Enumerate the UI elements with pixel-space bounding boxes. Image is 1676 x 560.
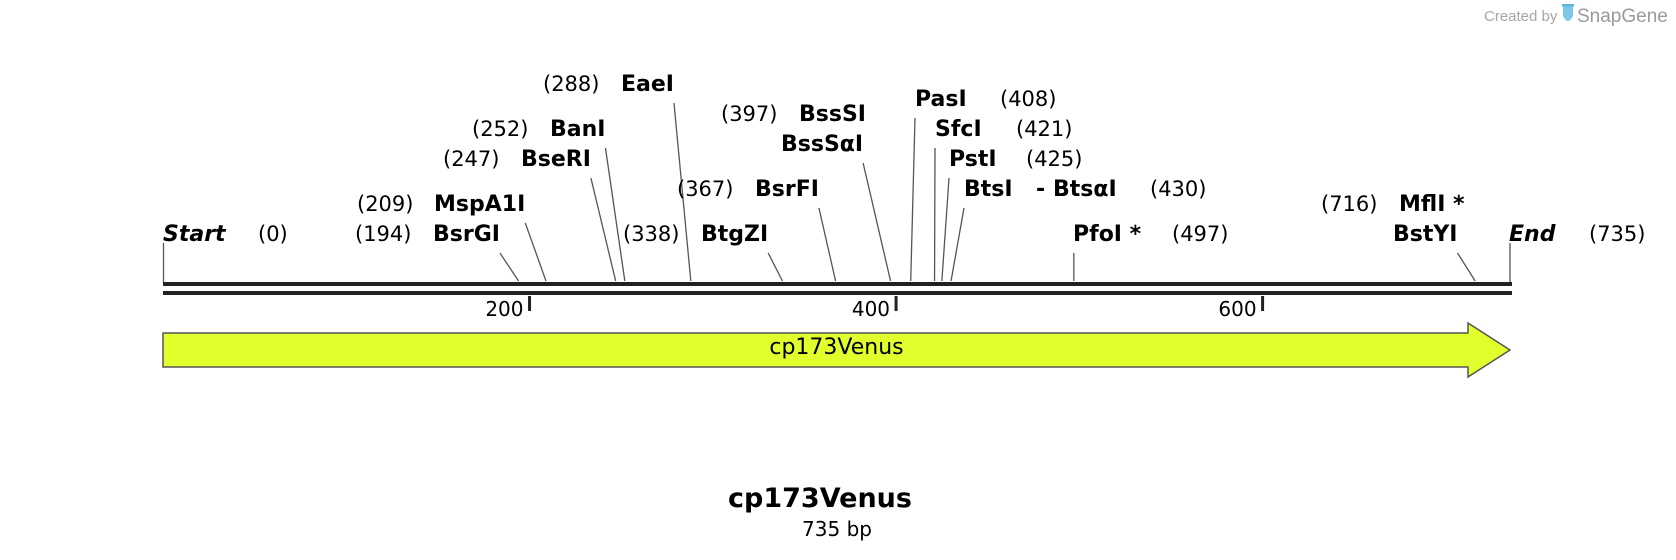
end-label: End <box>1509 222 1556 247</box>
snapgene-tube-icon <box>1562 4 1574 21</box>
snapgene-credit[interactable]: Created by SnapGene <box>1484 4 1668 27</box>
start-position: (0) <box>258 222 288 246</box>
site-pos-eaei: (288) <box>543 72 599 96</box>
site-name-psti[interactable]: PstI <box>949 147 997 172</box>
site-name-bsssi[interactable]: BssSI <box>799 102 866 127</box>
ruler-tick-label-400: 400 <box>852 297 890 321</box>
site-name-mfli[interactable]: MflI * <box>1399 192 1465 217</box>
leader-line-btsi <box>950 207 965 282</box>
site-pos-bsrfi: (367) <box>677 177 733 201</box>
end-position: (735) <box>1589 222 1645 246</box>
ruler-tick-200 <box>528 296 532 311</box>
site-name-btsai[interactable]: BtsαI <box>1053 177 1117 202</box>
site-name-eaei[interactable]: EaeI <box>621 72 674 97</box>
site-pos-bsssi: (397) <box>721 102 777 126</box>
ruler-tick-600 <box>1261 296 1265 311</box>
site-name-bseri[interactable]: BseRI <box>521 147 591 172</box>
site-name-bsssai[interactable]: BssSαI <box>781 132 863 157</box>
site-pos-sfci: (421) <box>1016 117 1072 141</box>
site-name-pfoi[interactable]: PfoI * <box>1073 222 1142 247</box>
ruler-tick-label-600: 600 <box>1218 297 1256 321</box>
site-separator: - <box>1036 177 1045 202</box>
leader-line-mspa1i <box>524 222 547 282</box>
backbone-bottom-strand <box>163 291 1512 295</box>
feature-arrow[interactable] <box>162 321 1512 379</box>
site-name-sfci[interactable]: SfcI <box>935 117 982 142</box>
leader-line-psti <box>941 177 950 282</box>
site-pos-bsrgi: (194) <box>355 222 411 246</box>
site-name-bsrfi[interactable]: BsrFI <box>755 177 819 202</box>
site-name-bani[interactable]: BanI <box>550 117 605 142</box>
site-name-mspa1i[interactable]: MspA1I <box>434 192 525 217</box>
site-pos-bseri: (247) <box>443 147 499 171</box>
site-pos-pasi: (408) <box>1000 87 1056 111</box>
map-title: cp173Venus <box>728 483 912 514</box>
site-name-btsi[interactable]: BtsI <box>964 177 1013 202</box>
leader-line-bseri <box>590 177 617 282</box>
site-pos-btgzi: (338) <box>623 222 679 246</box>
map-length: 735 bp <box>802 517 872 541</box>
leader-line-bsrgi <box>499 252 520 282</box>
leader-line-bstyi <box>1456 252 1476 282</box>
site-name-bstyi[interactable]: BstYI <box>1393 222 1458 247</box>
site-leader-lines <box>499 102 1476 282</box>
site-pos-bani: (252) <box>472 117 528 141</box>
site-pos-mspa1i: (209) <box>357 192 413 216</box>
site-name-pasi[interactable]: PasI <box>915 87 967 112</box>
credit-brand: SnapGene <box>1577 6 1668 27</box>
leader-line-pasi <box>910 117 916 282</box>
site-pos-mfli: (716) <box>1321 192 1377 216</box>
site-pos-btsi: (430) <box>1150 177 1206 201</box>
leader-line-btgzi <box>767 252 784 282</box>
site-pos-pfoi: (497) <box>1172 222 1228 246</box>
ruler-tick-label-200: 200 <box>485 297 523 321</box>
feature-label: cp173Venus <box>769 335 903 360</box>
credit-prefix: Created by <box>1484 8 1558 25</box>
backbone-top-strand <box>163 282 1512 286</box>
ruler-tick-400 <box>894 296 898 311</box>
leader-line-bsrfi <box>818 207 837 282</box>
leader-line-bsssai <box>862 162 892 282</box>
site-name-btgzi[interactable]: BtgZI <box>701 222 768 247</box>
site-name-bsrgi[interactable]: BsrGI <box>433 222 500 247</box>
site-pos-psti: (425) <box>1026 147 1082 171</box>
start-label: Start <box>163 222 227 247</box>
ruler: 200 400 600 <box>485 296 1265 321</box>
leader-line-eaei <box>673 102 692 282</box>
leader-line-bani <box>604 147 626 282</box>
